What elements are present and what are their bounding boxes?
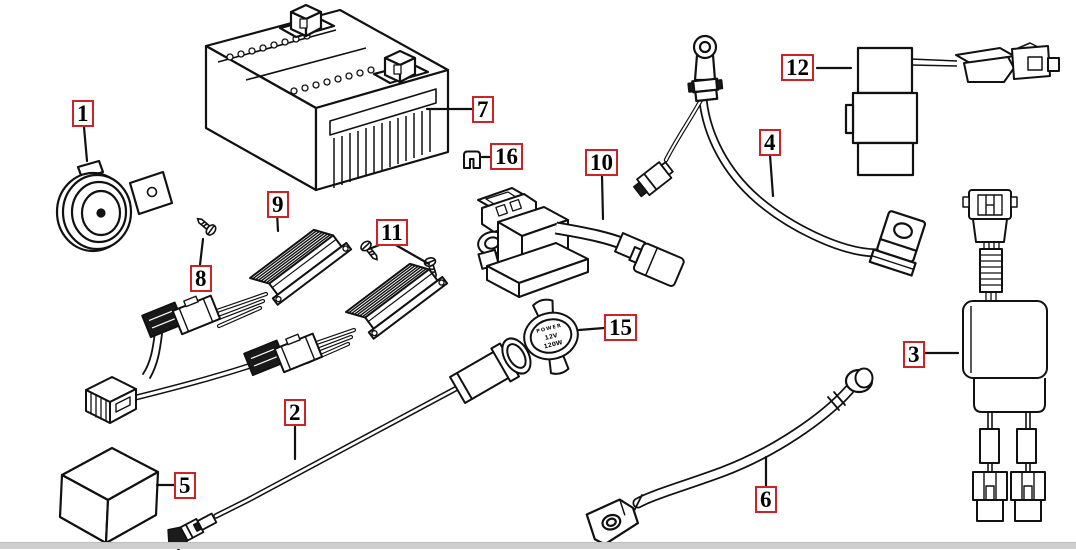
leader-line-horn xyxy=(82,125,89,163)
part-label-positive-battery-cable[interactable]: 4 xyxy=(759,129,781,156)
part-label-starter-relay[interactable]: 10 xyxy=(585,149,618,176)
starter-relay-drawing xyxy=(477,187,685,298)
leader-line-socket-cap xyxy=(577,326,606,332)
terminal-bracket xyxy=(868,210,927,277)
part-label-regulator-screws[interactable]: 11 xyxy=(376,219,408,246)
branch-connector xyxy=(633,161,674,198)
control-unit-drawing xyxy=(962,189,1048,522)
leader-line-starter-relay xyxy=(600,174,605,221)
socket-body xyxy=(449,337,532,404)
leader-lines xyxy=(82,66,960,488)
leader-line-regulator-screws xyxy=(392,242,431,266)
bottom-divider xyxy=(0,542,1076,549)
part-label-control-unit-assembly[interactable]: 3 xyxy=(903,341,925,368)
connector-pair-a xyxy=(141,294,222,339)
multi-pin-connector xyxy=(85,376,137,424)
positive-cable-drawing xyxy=(633,34,927,277)
retaining-clip-drawing xyxy=(463,150,481,169)
socket-cap-text-voltage: 12V xyxy=(544,332,559,342)
part-label-battery[interactable]: 7 xyxy=(472,96,494,123)
socket-cap-drawing: POWER 12V 120W xyxy=(523,298,579,375)
screw-8-drawing xyxy=(193,213,219,238)
part-label-socket-cap[interactable]: 15 xyxy=(604,314,637,341)
relay-drawing xyxy=(844,42,1060,177)
battery-drawing xyxy=(204,3,450,192)
part-label-accessory-socket-cable[interactable]: 2 xyxy=(284,399,306,426)
part-label-horn[interactable]: 1 xyxy=(72,100,94,127)
accessory-socket-cable-drawing xyxy=(167,337,532,550)
battery-terminal-1 xyxy=(278,3,336,39)
part-label-voltage-regulator[interactable]: 9 xyxy=(267,191,289,218)
leader-line-positive-battery-cable xyxy=(768,153,775,198)
part-label-retaining-clip[interactable]: 16 xyxy=(490,143,523,170)
part-label-horn-screw[interactable]: 8 xyxy=(190,265,212,292)
part-label-ground-battery-cable[interactable]: 6 xyxy=(755,486,777,513)
ring-terminal xyxy=(687,34,724,103)
horn-drawing xyxy=(55,159,174,253)
control-unit-connector-right xyxy=(1010,471,1046,522)
wiring-harness-drawing xyxy=(85,291,357,424)
parts-box-drawing xyxy=(58,446,160,545)
flat-terminal xyxy=(585,498,640,546)
part-label-parts-box[interactable]: 5 xyxy=(174,472,196,499)
leader-line-horn-screw xyxy=(198,237,205,267)
part-label-relay-with-connector[interactable]: 12 xyxy=(781,54,814,81)
relay-connector xyxy=(955,42,1060,83)
bullet-connector xyxy=(167,512,218,550)
control-unit-connector-left xyxy=(972,471,1008,522)
connector-pair-b xyxy=(243,332,324,377)
ground-cable-drawing xyxy=(585,367,874,546)
socket-cap-text-wattage: 120W xyxy=(543,339,564,351)
battery-terminal-2 xyxy=(372,49,430,85)
